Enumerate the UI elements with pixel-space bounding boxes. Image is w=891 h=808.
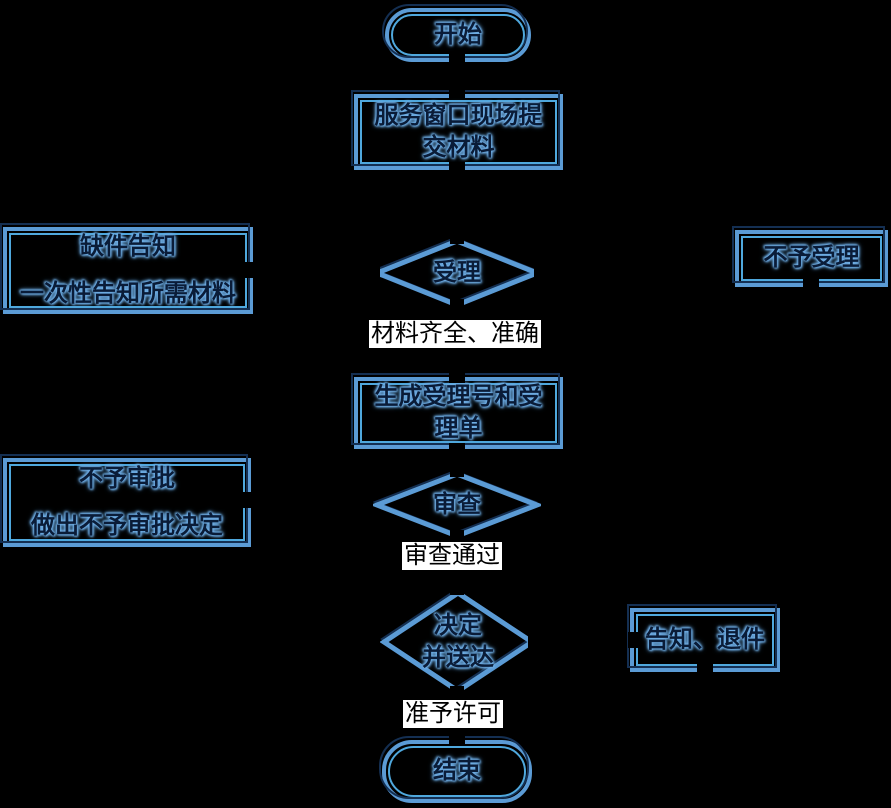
connector-gap	[245, 262, 255, 278]
connector-gap	[803, 278, 819, 290]
connector-gap	[450, 587, 464, 595]
decide-deliver-line2: 并送达	[422, 644, 494, 671]
missing-notice-line1: 缺件告知	[80, 233, 176, 261]
connector-gap	[449, 162, 465, 174]
missing-notice-line2: 一次性告知所需材料	[20, 279, 236, 307]
connector-gap	[450, 530, 464, 540]
review-decision-label: 审查	[433, 490, 481, 518]
end-node: 结束	[379, 736, 532, 803]
connector-gap	[450, 236, 464, 244]
no-approval-node: 不予审批 做出不予审批决定	[0, 454, 251, 547]
connector-gap	[534, 266, 542, 280]
connector-gap	[449, 88, 465, 98]
submit-materials-label: 服务窗口现场提交材料	[374, 101, 543, 161]
not-accepted-label: 不予受理	[763, 244, 860, 272]
connector-gap	[450, 686, 464, 696]
review-pass-label: 审查通过	[402, 542, 502, 570]
notify-return-label: 告知、退件	[645, 625, 765, 653]
end-label: 结束	[433, 757, 481, 785]
notify-return-node: 告知、退件	[627, 604, 780, 672]
connector-gap	[449, 54, 465, 66]
connector-gap	[372, 266, 380, 280]
start-label: 开始	[434, 20, 482, 48]
no-approval-line2: 做出不予审批决定	[31, 511, 223, 539]
connector-gap	[450, 299, 464, 309]
connector-gap	[628, 632, 638, 648]
missing-notice-node: 缺件告知 一次性告知所需材料	[0, 223, 253, 314]
materials-ok-label: 材料齐全、准确	[369, 320, 541, 348]
accept-decision-label: 受理	[433, 258, 481, 286]
connector-gap	[449, 736, 465, 746]
receipt-node: 生成受理号和受理单	[351, 373, 563, 449]
decide-deliver-line1: 决定	[434, 611, 482, 639]
decide-deliver-node: 决定 并送达	[380, 589, 536, 695]
no-approval-line1: 不予审批	[79, 465, 175, 493]
connector-gap	[697, 664, 713, 676]
receipt-label: 生成受理号和受理单	[374, 382, 543, 442]
connector-gap	[450, 469, 464, 477]
connector-gap	[528, 634, 536, 648]
connector-gap	[449, 373, 465, 383]
submit-materials-node: 服务窗口现场提交材料	[351, 90, 563, 170]
connector-gap	[449, 443, 465, 453]
permit-label: 准予许可	[403, 700, 503, 728]
connector-gap	[243, 492, 253, 508]
